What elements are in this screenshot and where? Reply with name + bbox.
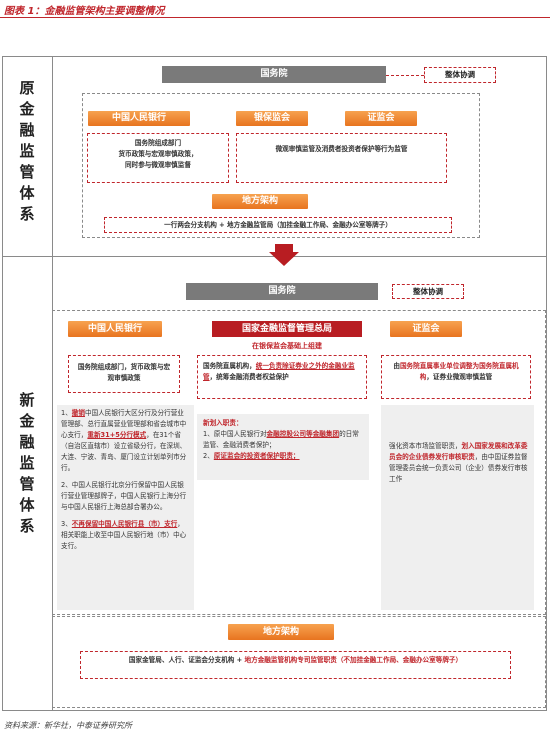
old-local-desc-box: 一行两会分支机构 + 地方金融监管局（加挂金融工作局、金融办公室等牌子） bbox=[104, 217, 452, 233]
old-regulator-group bbox=[82, 93, 480, 238]
old-csrc-box: 证监会 bbox=[345, 111, 417, 126]
new-csrc-detail-panel: 强化资本市场监管职责，划入国家发展和改革委员会的企业债券发行审核职责，由中国证券… bbox=[381, 405, 534, 610]
new-coordination-box: 整体协调 bbox=[392, 284, 464, 299]
old-local-box: 地方架构 bbox=[212, 194, 308, 209]
new-nfra-detail-panel: 新划入职责： 1、原中国人民银行对金融控股公司等金融集团的日常监管、金融消费者保… bbox=[197, 414, 369, 480]
figure-title: 图表 1：金融监管架构主要调整情况 bbox=[4, 6, 165, 17]
new-pboc-detail-panel: 1、撤销中国人民银行大区分行及分行营业管理部、总行直属营业管理部和省会城市中心支… bbox=[57, 405, 194, 610]
transition-down-arrow bbox=[269, 244, 299, 266]
new-regulator-group bbox=[52, 310, 546, 615]
old-coordination-box: 整体协调 bbox=[424, 67, 496, 83]
old-coordination-connector bbox=[386, 75, 424, 76]
old-cbirc-box: 银保监会 bbox=[236, 111, 308, 126]
new-pboc-desc-box: 国务院组成部门，货币政策与宏观审慎政策 bbox=[68, 355, 180, 393]
new-local-group bbox=[52, 616, 546, 708]
outer-frame bbox=[2, 56, 547, 711]
new-local-box: 地方架构 bbox=[228, 624, 334, 640]
new-system-label: 新金融监管体系 bbox=[19, 391, 35, 535]
new-pboc-box: 中国人民银行 bbox=[68, 321, 162, 337]
source-note: 资料来源：新华社，中泰证券研究所 bbox=[4, 721, 132, 730]
old-system-label: 原金融监管体系 bbox=[19, 79, 35, 223]
new-nfra-box: 国家金融监督管理总局 bbox=[212, 321, 362, 337]
old-micro-desc-box: 微观审慎监管及消费者投资者保护等行为监管 bbox=[236, 133, 447, 183]
new-nfra-subtitle: 在银保监会基础上组建 bbox=[252, 342, 322, 350]
old-pboc-box: 中国人民银行 bbox=[88, 111, 190, 126]
new-csrc-desc-box: 由国务院直属事业单位调整为国务院直属机构，证券业微观审慎监管 bbox=[381, 355, 531, 399]
title-bar bbox=[0, 0, 550, 18]
new-state-council-box: 国务院 bbox=[186, 283, 378, 300]
new-csrc-box: 证监会 bbox=[390, 321, 462, 337]
old-pboc-desc-box: 国务院组成部门 货币政策与宏观审慎政策， 同时参与微观审慎监督 bbox=[87, 133, 229, 183]
new-local-desc-box: 国家金管局、人行、证监会分支机构 + 地方金融监管机构专司监管职责（不加挂金融工… bbox=[80, 651, 511, 679]
old-state-council-box: 国务院 bbox=[162, 66, 386, 83]
new-nfra-desc-box: 国务院直属机构，统一负责除证券业之外的金融业监管，统筹金融消费者权益保护 bbox=[197, 355, 367, 399]
